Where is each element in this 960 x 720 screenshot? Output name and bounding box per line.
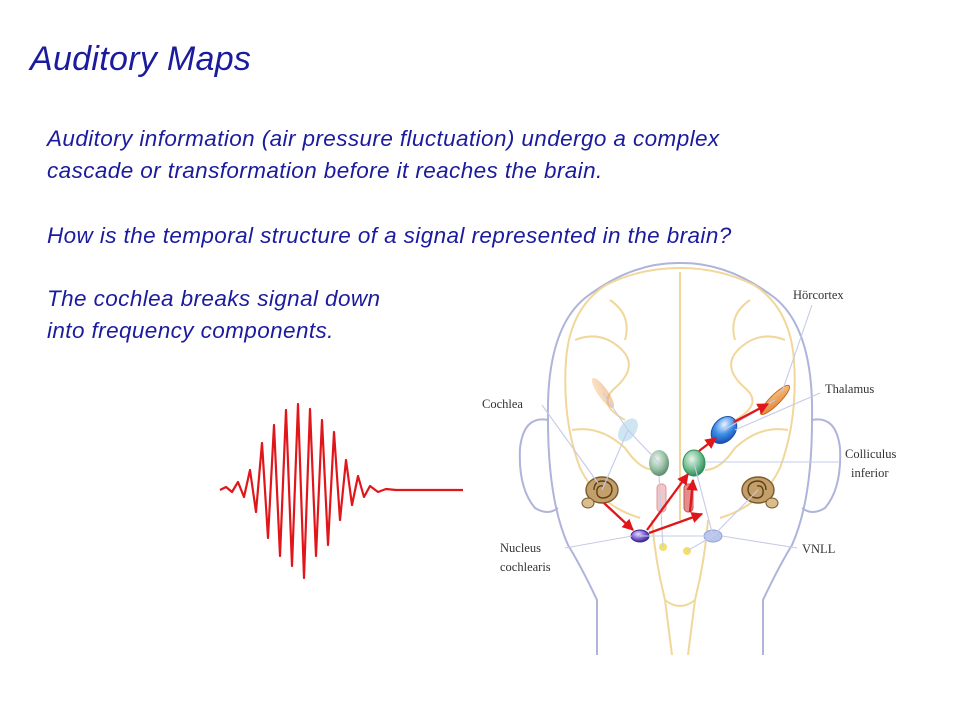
sound-waveform	[219, 402, 463, 580]
cochlea-line-1: The cochlea breaks signal down	[47, 286, 381, 311]
left-thalamus-structure	[618, 418, 638, 442]
olive-nucleus-mid	[683, 547, 691, 555]
label-leaders	[541, 304, 840, 549]
label-cochlea: Cochlea	[482, 397, 523, 411]
vnll-structure	[703, 529, 723, 543]
left-cochlea-illustration	[581, 476, 619, 509]
cochlea-line-2: into frequency components.	[47, 318, 334, 343]
intro-paragraph: Auditory information (air pressure fluct…	[47, 123, 720, 187]
head-outline	[518, 261, 842, 655]
arrow-nucleus-to-colliculus	[646, 473, 689, 531]
label-thalamus: Thalamus	[825, 382, 874, 396]
faint-connections	[601, 392, 776, 552]
label-colliculus-line1: Colliculus	[845, 447, 897, 461]
pathway-arrows	[603, 402, 770, 535]
lemniscus-structure	[683, 483, 694, 513]
slide-title: Auditory Maps	[30, 40, 252, 78]
brain-outline	[564, 267, 796, 656]
cochlea-paragraph: The cochlea breaks signal down into freq…	[47, 283, 380, 347]
arrow-cochlea-to-nucleus	[603, 502, 634, 531]
arrow-colliculus-to-thalamus	[698, 437, 717, 452]
olive-nucleus-left	[659, 543, 667, 551]
left-lemniscus-structure	[656, 483, 667, 513]
arrow-nucleus-to-vnll	[648, 512, 704, 535]
left-colliculus-structure	[649, 450, 669, 476]
thalamus-structure	[710, 416, 738, 444]
colliculus-inferior-structure	[682, 449, 706, 477]
auditory-cortex-structure	[759, 384, 791, 416]
right-cochlea-illustration	[741, 476, 779, 509]
left-cortex-structure	[591, 377, 615, 409]
label-colliculus-line2: inferior	[851, 466, 889, 480]
arrow-thalamus-to-cortex	[733, 402, 770, 424]
nucleus-cochlearis-structure	[630, 529, 650, 543]
intro-line-1: Auditory information (air pressure fluct…	[47, 126, 720, 151]
intro-line-2: cascade or transformation before it reac…	[47, 158, 603, 183]
label-nucleus-line2: cochlearis	[500, 560, 551, 574]
label-auditory-cortex: Hörcortex	[793, 288, 844, 302]
label-nucleus-line1: Nucleus	[500, 541, 541, 555]
arrow-vnll-to-colliculus	[686, 478, 698, 513]
label-vnll: VNLL	[802, 542, 835, 556]
question-paragraph: How is the temporal structure of a signa…	[47, 223, 732, 248]
